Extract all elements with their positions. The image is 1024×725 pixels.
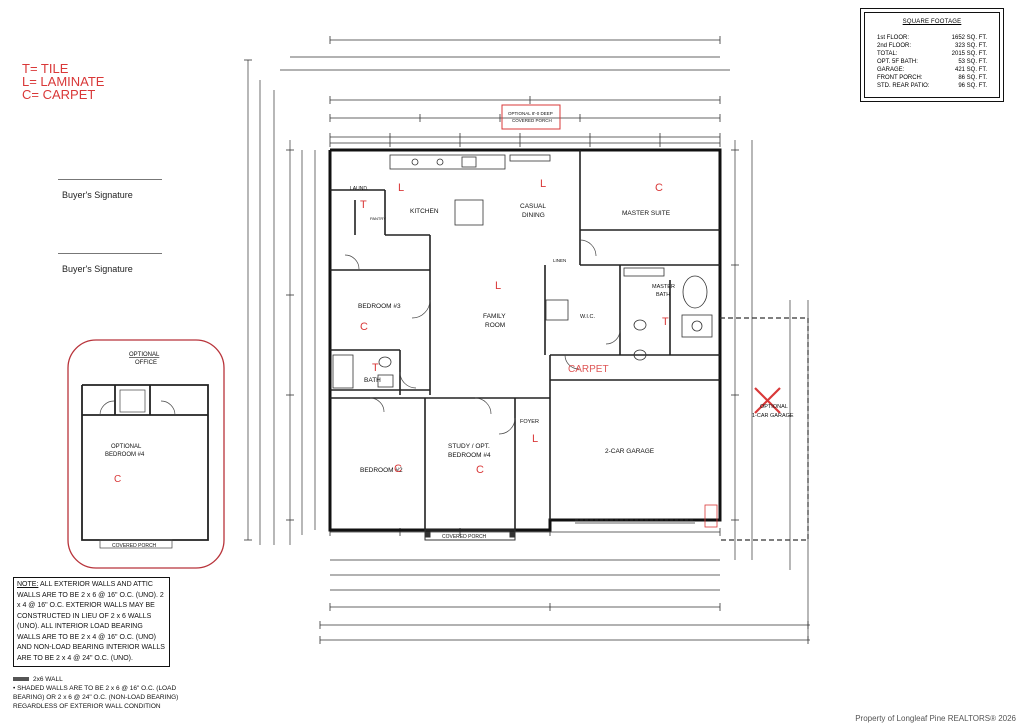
floor-mark-dining: L [540,178,546,190]
sqft-label: 1st FLOOR: [877,35,910,41]
room-study: STUDY / OPT. [448,443,490,450]
garage-door [575,504,718,528]
legend-carpet: C= CARPET [22,87,96,102]
floor-mark-wic: CARPET [568,364,609,375]
room-pantry: PANTRY [370,216,386,221]
sqft-row: STD. REAR PATIO: 96 SQ. FT. [877,83,987,89]
wall-legend: 2x6 WALL • SHADED WALLS ARE TO BE 2 x 6 … [13,675,181,711]
buyer-signature-label-2: Buyer's Signature [62,264,133,274]
room-master-bath-2: BATH [656,292,670,298]
room-linen: LINEN [553,258,566,263]
wall-swatch [13,677,29,682]
wall-swatch-label: 2x6 WALL [33,676,63,683]
optional-covered-porch [501,104,561,130]
floor-mark-kitchen: L [398,182,404,194]
room-bedroom-3: BEDROOM #3 [358,303,401,310]
floor-mark-foyer: L [532,433,538,445]
copyright-watermark: Property of Longleaf Pine REALTORS® 2026 [855,714,1016,723]
note-label: NOTE: [17,581,39,588]
sqft-label: 2nd FLOOR: [877,43,912,49]
optional-office-porch: COVERED PORCH [112,543,157,549]
room-optional-garage: OPTIONAL [760,404,788,410]
sqft-label: GARAGE: [877,67,905,73]
dimension-ticks [244,36,809,644]
floor-mark-bedroom-2: C [394,463,402,475]
room-laundry: LAUND. [350,186,368,192]
legend-tile: T= TILE [22,61,69,76]
optional-bedroom-label-2: BEDROOM #4 [105,452,145,458]
bath-fixtures [332,267,713,389]
room-master-bath: MASTER [652,284,675,290]
front-porch [424,529,516,541]
optional-office-outline [67,339,225,569]
room-casual-dining-2: DINING [522,212,545,219]
red-x-mark [754,387,781,414]
sqft-row: 2nd FLOOR: 323 SQ. FT. [877,43,987,49]
opt-porch-label-1: OPTIONAL 8'-0 DEEP [508,111,553,116]
signature-line-2[interactable] [58,253,162,254]
sqft-label: STD. REAR PATIO: [877,83,930,89]
sqft-row: GARAGE: 421 SQ. FT. [877,67,987,73]
optional-bedroom-label-1: OPTIONAL [111,444,142,450]
interior-walls [330,150,720,530]
sqft-value: 1652 SQ. FT. [951,35,987,41]
room-bath: BATH [364,377,381,384]
room-wic: W.I.C. [580,314,595,320]
floor-mark-master-bath: T [662,316,669,328]
floor-mark-laundry: T [360,199,367,211]
room-foyer: FOYER [520,419,539,425]
optional-office-floor-mark: C [114,474,121,485]
room-optional-garage-2: 1-CAR GARAGE [752,413,794,419]
room-garage: 2-CAR GARAGE [605,448,655,455]
sqft-value: 96 SQ. FT. [958,83,987,89]
room-casual-dining: CASUAL [520,203,546,210]
door-swings [344,239,621,435]
room-study-2: BEDROOM #4 [448,452,491,459]
sqft-value: 421 SQ. FT. [954,67,987,73]
room-bedroom-2: BEDROOM #2 [360,467,403,474]
wall-legend-text: • SHADED WALLS ARE TO BE 2 x 6 @ 16" O.C… [13,685,179,710]
room-kitchen: KITCHEN [410,208,439,215]
square-footage-title: SQUARE FOOTAGE [902,19,962,25]
sqft-row: 1st FLOOR: 1652 SQ. FT. [877,35,987,41]
sqft-value: 53 SQ. FT. [958,59,987,65]
sqft-row: TOTAL: 2015 SQ. FT. [877,51,987,57]
legend-laminate: L= LAMINATE [22,74,105,89]
floor-mark-bedroom-3: C [360,321,368,333]
optional-office-title-2: OFFICE [135,360,157,366]
floor-mark-bath: T [372,362,379,374]
sqft-value: 2015 SQ. FT. [951,51,987,57]
square-footage-table: SQUARE FOOTAGE 1st FLOOR: 1652 SQ. FT. 2n… [860,8,1004,102]
sqft-row: FRONT PORCH: 86 SQ. FT. [877,75,987,81]
wall-note-box: NOTE: ALL EXTERIOR WALLS AND ATTIC WALLS… [13,577,170,667]
room-covered-porch: COVERED PORCH [442,534,487,540]
signature-line-1[interactable] [58,179,162,180]
optional-garage-outline [720,317,809,541]
room-family-2: ROOM [485,322,505,329]
floor-mark-study: C [476,464,484,476]
wall-note-text: NOTE: ALL EXTERIOR WALLS AND ATTIC WALLS… [17,580,167,664]
kitchen-counters [389,154,551,226]
sqft-row: OPT. 5F BATH: 53 SQ. FT. [877,59,987,65]
floor-mark-family: L [495,280,501,292]
floor-mark-master: C [655,182,663,194]
sqft-value: 86 SQ. FT. [958,75,987,81]
room-family: FAMILY [483,313,506,320]
floor-material-legend: T= TILE L= LAMINATE C= CARPET [22,62,104,101]
opt-porch-label-2: COVERED PORCH [512,118,552,123]
square-footage-inner: SQUARE FOOTAGE 1st FLOOR: 1652 SQ. FT. 2n… [864,12,1000,98]
sqft-label: TOTAL: [877,51,898,57]
optional-office-title-1: OPTIONAL [129,352,160,358]
sqft-label: OPT. 5F BATH: [877,59,918,65]
wall-swatch-row: 2x6 WALL [13,675,181,684]
dimension-lines [247,39,810,641]
room-master-suite: MASTER SUITE [622,210,671,217]
buyer-signature-label-1: Buyer's Signature [62,190,133,200]
sqft-label: FRONT PORCH: [877,75,923,81]
note-body: ALL EXTERIOR WALLS AND ATTIC WALLS ARE T… [17,581,165,662]
sqft-value: 323 SQ. FT. [954,43,987,49]
